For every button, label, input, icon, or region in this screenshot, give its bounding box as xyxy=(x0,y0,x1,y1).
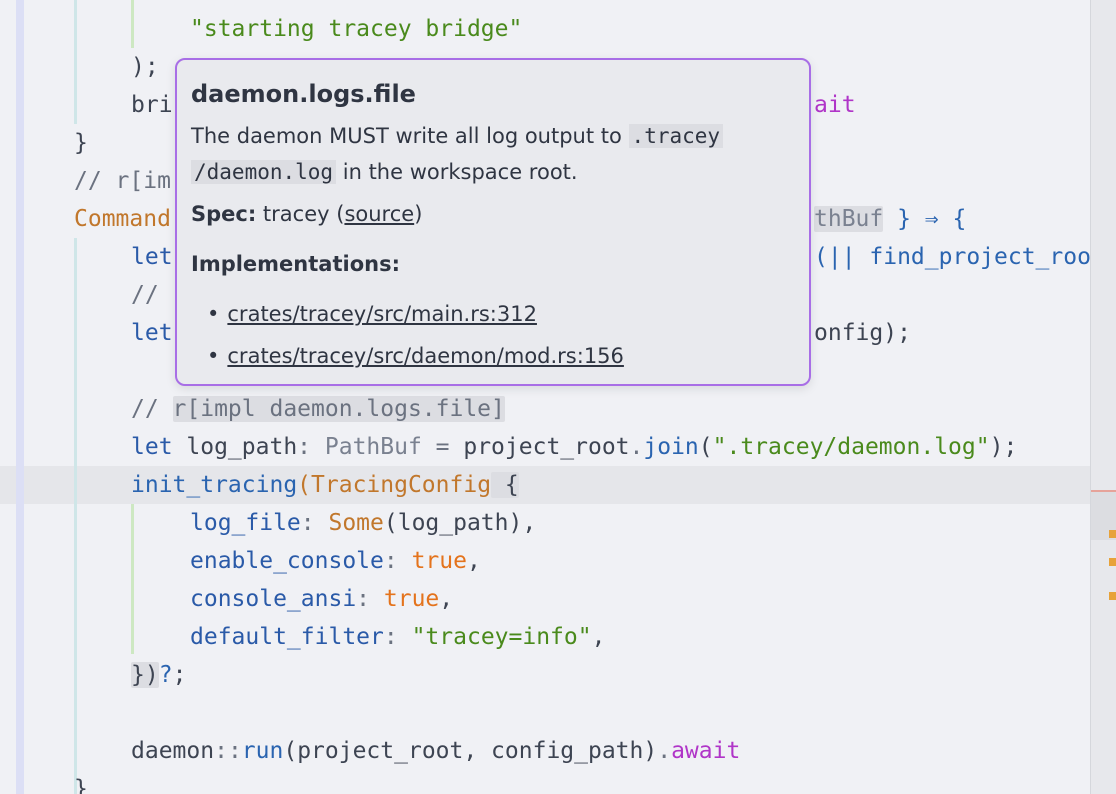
implementation-link[interactable]: crates/tracey/src/main.rs:312 xyxy=(227,302,537,326)
code-line-4[interactable]: } xyxy=(74,130,88,156)
code-line-3-tail[interactable]: ait xyxy=(814,92,856,118)
code-line-12[interactable]: let log_path: PathBuf = project_root.joi… xyxy=(131,434,1018,460)
code-line-20[interactable]: daemon::run(project_root, config_path).a… xyxy=(131,738,741,764)
code-line-16[interactable]: console_ansi: true, xyxy=(190,586,454,612)
code-line-5[interactable]: // r[im xyxy=(74,168,171,194)
code-line-9-tail[interactable]: onfig); xyxy=(814,320,911,346)
code-line-7-tail[interactable]: (|| find_project_roo xyxy=(814,244,1090,270)
code-line-17[interactable]: default_filter: "tracey=info", xyxy=(190,624,606,650)
hover-description: The daemon MUST write all log output to … xyxy=(191,118,791,190)
implementation-item: •crates/tracey/src/daemon/mod.rs:156 xyxy=(207,344,624,368)
vertical-scrollbar[interactable] xyxy=(1090,0,1116,794)
code-line-2[interactable]: ); xyxy=(131,54,159,80)
implementations-heading: Implementations: xyxy=(191,252,400,276)
implementation-item: •crates/tracey/src/main.rs:312 xyxy=(207,302,537,326)
code-line-7[interactable]: let xyxy=(131,244,173,270)
current-line-highlight xyxy=(0,466,1090,504)
code-line-8[interactable]: // xyxy=(131,282,159,308)
indent-guide xyxy=(131,504,134,654)
code-line-3[interactable]: bri xyxy=(131,92,173,118)
code-line-9[interactable]: let xyxy=(131,320,173,346)
code-line-1[interactable]: "starting tracey bridge" xyxy=(190,16,523,42)
code-editor[interactable]: "starting tracey bridge" ); bri ait } //… xyxy=(0,0,1090,794)
spec-source-link[interactable]: source xyxy=(344,202,415,226)
hover-spec: Spec: tracey (source) xyxy=(191,202,423,226)
scrollbar-marker xyxy=(1109,530,1116,538)
indent-guide xyxy=(74,0,77,124)
code-line-13[interactable]: init_tracing(TracingConfig { xyxy=(131,472,519,498)
scrollbar-marker xyxy=(1109,558,1116,566)
code-line-6[interactable]: Command xyxy=(74,206,171,232)
indent-guide xyxy=(131,0,134,48)
hover-tooltip: daemon.logs.file The daemon MUST write a… xyxy=(175,58,811,386)
code-line-21[interactable]: } xyxy=(74,776,88,794)
code-line-14[interactable]: log_file: Some(log_path), xyxy=(190,510,537,536)
rule-annotation-tag[interactable]: r[impl daemon.logs.file] xyxy=(172,396,505,422)
hover-title: daemon.logs.file xyxy=(191,80,416,108)
code-line-18[interactable]: })?; xyxy=(131,662,187,688)
implementation-link[interactable]: crates/tracey/src/daemon/mod.rs:156 xyxy=(227,344,624,368)
gutter-indicator xyxy=(16,0,24,794)
indent-guide xyxy=(74,238,77,794)
scrollbar-marker xyxy=(1109,592,1116,600)
code-line-11[interactable]: // r[impl daemon.logs.file] xyxy=(131,396,505,422)
code-line-6-tail[interactable]: thBuf } ⇒ { xyxy=(814,206,967,232)
code-line-15[interactable]: enable_console: true, xyxy=(190,548,481,574)
